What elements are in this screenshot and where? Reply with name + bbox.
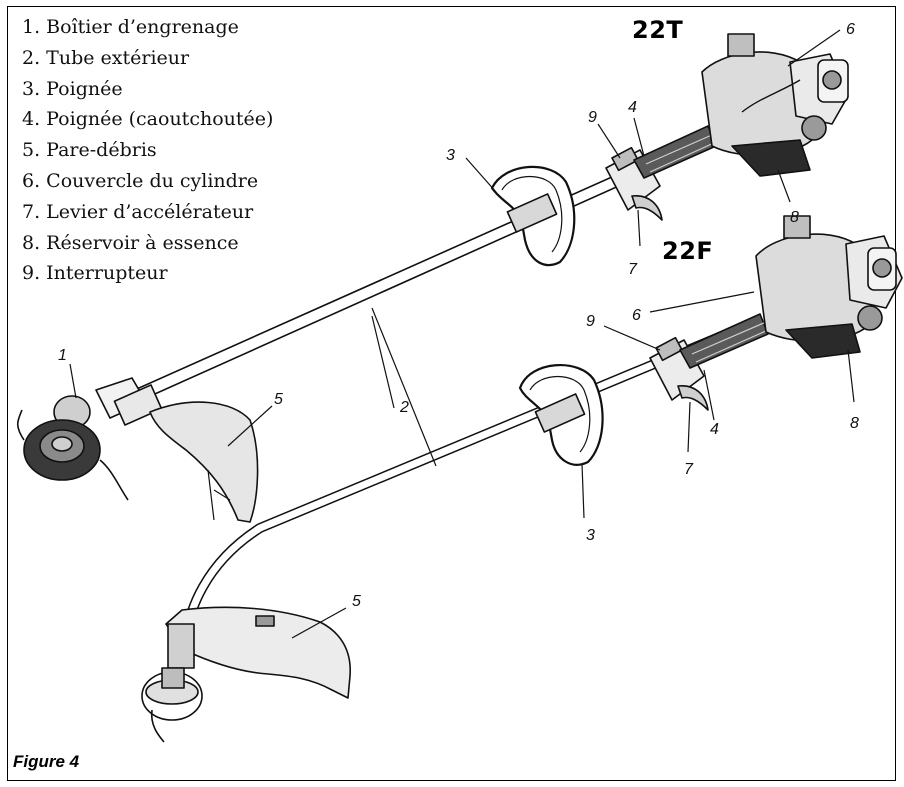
leader-4-top (633, 117, 645, 157)
callout-8-top: 8 (790, 209, 799, 226)
legend-item-fuel-tank: 8. Réservoir à essence (22, 231, 239, 254)
callout-3-bottom: 3 (586, 527, 595, 544)
leader-7-bottom (687, 401, 691, 453)
callout-7-bottom: 7 (684, 461, 694, 478)
debris-shield-22t (149, 401, 259, 523)
legend-item-switch: 9. Interrupteur (22, 262, 168, 285)
callout-4-bottom: 4 (710, 421, 719, 438)
callout-6-bottom: 6 (632, 307, 641, 324)
callout-5-top: 5 (274, 391, 283, 408)
leader-9-bottom (603, 325, 661, 351)
trimmer-22t (16, 33, 849, 523)
primer-knob-22t (801, 115, 827, 141)
engine-22t (701, 33, 849, 177)
callout-7-top: 7 (628, 261, 638, 278)
throttle-lever-22t (631, 195, 663, 221)
leader-4-bottom (703, 369, 715, 421)
leader-3-bottom (581, 463, 585, 519)
spark-plug-cap-22f (783, 215, 811, 239)
parts-legend: 1. Boîtier d’engrenage 2. Tube extérieur… (22, 12, 273, 289)
leader-6-bottom (649, 291, 755, 313)
legend-item-rubber-grip: 4. Poignée (caoutchoutée) (22, 108, 274, 131)
leader-8-bottom (847, 349, 855, 403)
legend-item-throttle-lever: 7. Levier d’accélérateur (22, 200, 254, 223)
throttle-lever-22f (677, 385, 709, 411)
leader-2-shared (371, 307, 437, 467)
leader-9-top (597, 123, 621, 159)
fuel-tank-22t (731, 139, 811, 177)
legend-item-cylinder-cover: 6. Couvercle du cylindre (22, 169, 259, 192)
gear-housing-22t (53, 377, 163, 429)
loop-handle-22t (490, 165, 576, 267)
callout-5-bottom: 5 (352, 593, 361, 610)
callout-2-shared: 2 (399, 399, 409, 416)
leader-2-shared-up (371, 315, 395, 409)
legend-item-handle: 3. Poignée (22, 77, 123, 100)
leader-lines (69, 29, 855, 639)
callout-1-top: 1 (58, 347, 67, 364)
model-label-22f: 22F (662, 237, 714, 265)
leader-7-top (637, 209, 641, 247)
legend-item-debris-shield: 5. Pare-débris (22, 139, 157, 162)
callout-4-top: 4 (628, 99, 637, 116)
spark-plug-cap-22t (727, 33, 755, 57)
legend-item-gear-housing: 1. Boîtier d’engrenage (22, 16, 239, 38)
callout-9-top: 9 (588, 109, 597, 126)
leader-5-bottom (291, 607, 347, 639)
leader-8-top (777, 169, 791, 203)
leader-1-top (69, 363, 77, 399)
figure-caption: Figure 4 (13, 752, 80, 771)
fuel-tank-22f (785, 323, 861, 359)
trimmer-head-spool-22f (141, 667, 203, 743)
throttle-housing-22t (605, 146, 663, 221)
callout-3-top: 3 (446, 147, 455, 164)
leader-3-top (465, 157, 497, 193)
trimmer-head-spool-22t (16, 409, 129, 501)
legend-item-outer-tube: 2. Tube extérieur (22, 46, 190, 69)
engine-22f (755, 215, 903, 359)
leader-5-top (227, 405, 273, 447)
trimmer-22f (141, 215, 903, 743)
primer-knob-22f (857, 305, 883, 331)
callout-6-top: 6 (846, 21, 855, 38)
callout-8-bottom: 8 (850, 415, 859, 432)
loop-handle-22f (518, 363, 604, 466)
leader-6-top (787, 29, 841, 67)
rubber-grip-22t (633, 125, 717, 179)
debris-shield-22f (165, 606, 351, 699)
rubber-grip-22f (679, 313, 769, 369)
callout-9-bottom: 9 (586, 313, 595, 330)
model-label-22t: 22T (632, 16, 684, 44)
